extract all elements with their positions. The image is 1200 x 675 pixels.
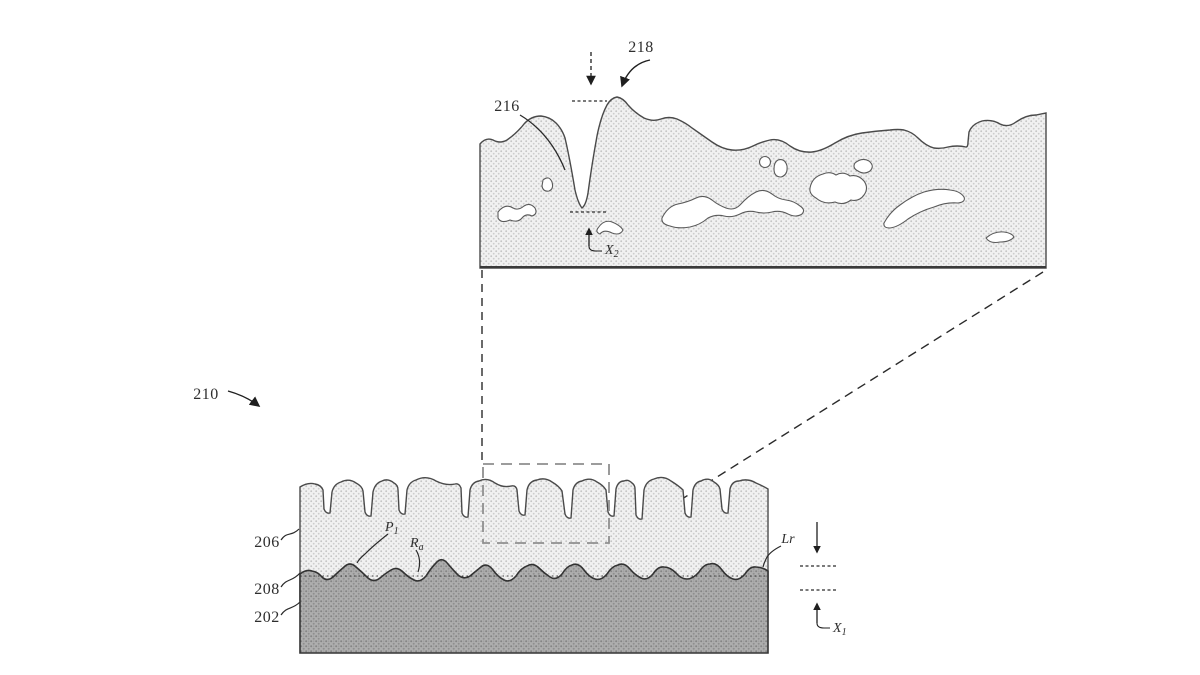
magnified-porous-body (479, 96, 1047, 269)
label-202-leader (280, 601, 301, 616)
void-blob (809, 172, 868, 205)
internal-voids (497, 155, 1015, 244)
label-210-arrow (227, 390, 261, 407)
void-blob (758, 155, 772, 169)
void-blob (985, 231, 1015, 244)
zoom-connectors (481, 270, 1044, 539)
label-lr-leader (762, 545, 782, 568)
dimension-x2: X2 (604, 243, 619, 260)
zoom-connector-right (618, 271, 1044, 539)
magnified-surface-view: 218 216 X2 (479, 39, 1047, 269)
dimension-x1: X1 (832, 621, 847, 638)
label-210: 210 (193, 386, 219, 403)
layered-structure-view: 206 208 202 P1 Ra Lr X1 (254, 463, 847, 654)
x2-arrow-foot (588, 245, 602, 252)
layer-206-body (299, 476, 769, 601)
label-216-leader (519, 114, 566, 171)
label-202: 202 (254, 609, 280, 626)
void-blob (853, 158, 873, 174)
assembly-reference: 210 (193, 386, 261, 407)
label-208-leader (280, 572, 301, 588)
void-blob (883, 188, 965, 229)
label-218-arrow (620, 59, 651, 88)
void-blob (596, 220, 624, 235)
label-208: 208 (254, 581, 280, 598)
zoom-region-box (482, 463, 610, 544)
void-blob (773, 159, 788, 178)
void-blob (541, 177, 554, 192)
dimension-lr: Lr (780, 532, 795, 547)
x1-arrow-foot (816, 622, 830, 629)
label-r-leader (415, 549, 421, 573)
label-218: 218 (628, 39, 654, 56)
void-blob (661, 189, 805, 229)
dimension-p1: P1 (384, 520, 399, 537)
void-blob (497, 203, 537, 223)
dimension-r: Ra (409, 536, 424, 553)
label-206: 206 (254, 534, 280, 551)
label-p1-leader (356, 533, 389, 564)
substrate-202-body (299, 558, 769, 654)
label-206-leader (280, 528, 300, 541)
label-216: 216 (494, 98, 520, 115)
